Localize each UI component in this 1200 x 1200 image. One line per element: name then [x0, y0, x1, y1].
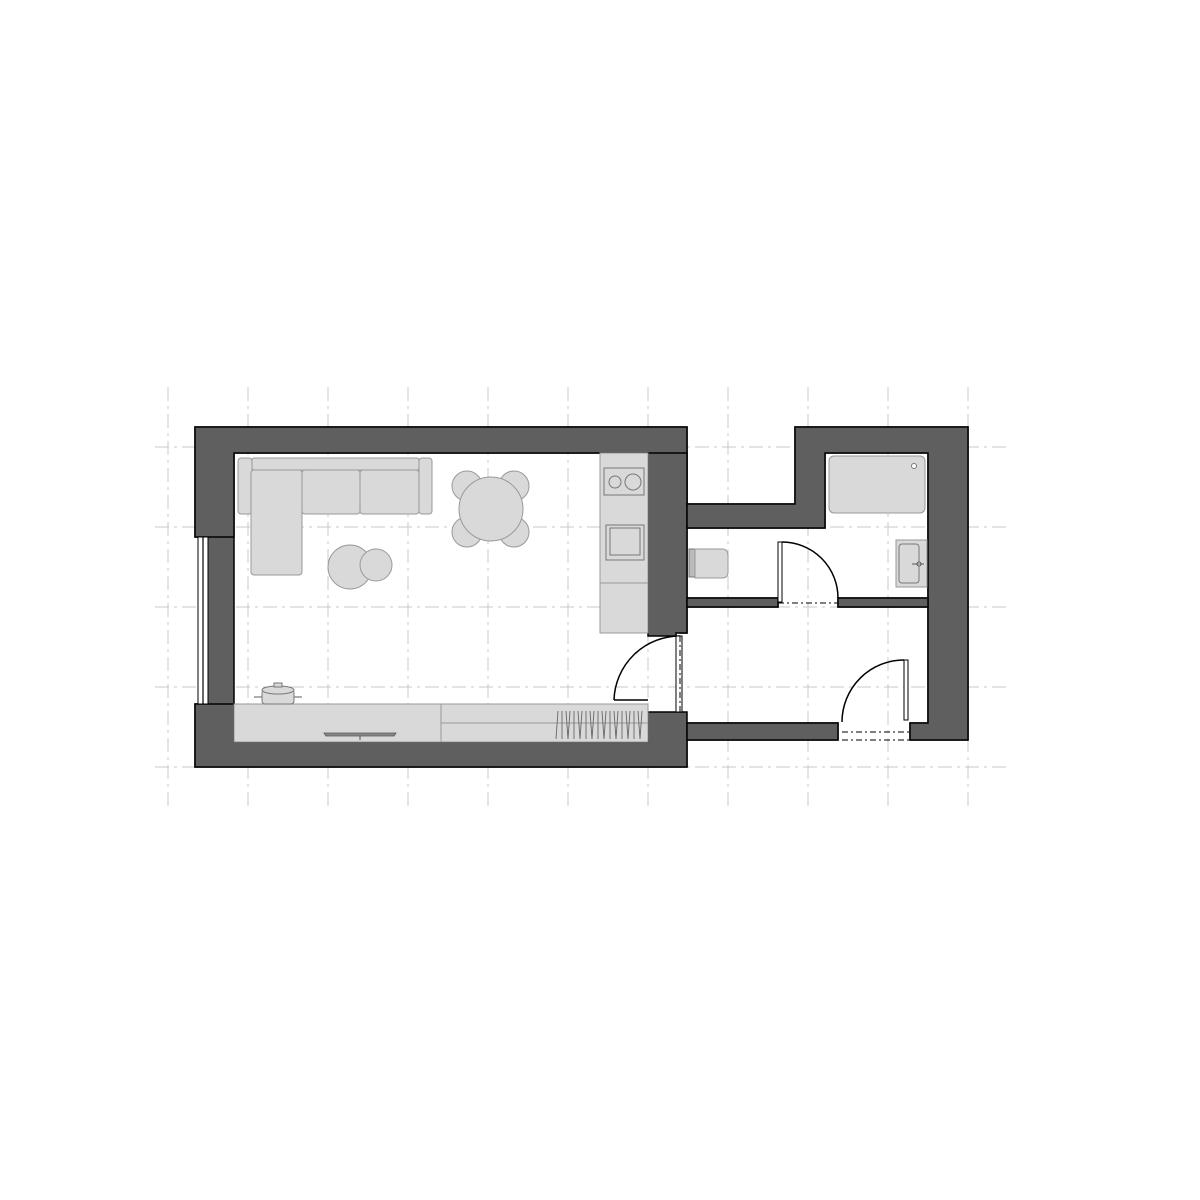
wall-bath-divider-left [686, 597, 779, 608]
hanger [603, 710, 607, 740]
hanger [567, 710, 571, 740]
hanger [601, 710, 605, 740]
bathtub [828, 455, 926, 514]
living-room-door [613, 635, 683, 713]
window [197, 536, 209, 705]
bathroom-door [777, 541, 839, 604]
wardrobe [440, 703, 649, 743]
tv-icon [323, 732, 397, 740]
hanger [591, 710, 595, 740]
round-coffee-table [327, 544, 393, 590]
tv-cabinet [233, 703, 442, 743]
hanger [627, 710, 631, 740]
wall-bath-top [686, 426, 969, 741]
hanger [637, 710, 641, 740]
hanger [565, 710, 569, 740]
sink [895, 539, 928, 588]
hanger [579, 710, 583, 740]
hanger [625, 710, 629, 740]
round-dining-table [451, 470, 530, 548]
hanger [555, 710, 559, 740]
hangers-icon [555, 710, 643, 740]
cooktop-icon [603, 467, 645, 496]
sofa [237, 457, 433, 576]
kitchen-counter [599, 452, 649, 634]
hanger [589, 710, 593, 740]
wall-bath-divider-right [837, 597, 929, 608]
oven-icon [605, 524, 645, 561]
cooking-pot-icon [254, 682, 302, 705]
hanger [615, 710, 619, 740]
hanger [577, 710, 581, 740]
hanger [613, 710, 617, 740]
entrance-door [841, 659, 910, 741]
toilet [688, 548, 729, 579]
wall-kitchen-right [647, 452, 688, 637]
walls [194, 426, 969, 768]
hanger [639, 710, 643, 740]
wall-bottom-right [686, 722, 839, 741]
